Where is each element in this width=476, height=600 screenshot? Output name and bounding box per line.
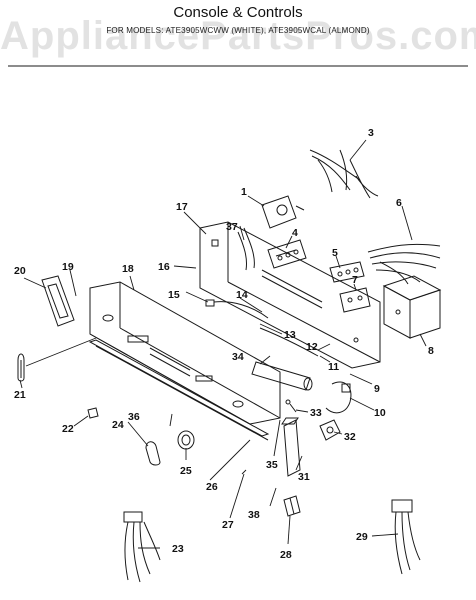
- callout-10: 10: [374, 407, 386, 419]
- trim-strip: [88, 339, 270, 441]
- callout-32: 32: [344, 431, 356, 443]
- callout-28: 28: [280, 549, 292, 561]
- switch-1: [261, 195, 305, 229]
- callout-27: 27: [222, 519, 234, 531]
- leader-lines: [19, 139, 427, 549]
- callout-15: 15: [168, 289, 180, 301]
- timer-box-8: [382, 275, 442, 339]
- button-22: [87, 407, 99, 419]
- callout-23: 23: [172, 543, 184, 555]
- callout-19: 19: [62, 261, 74, 273]
- callout-38: 38: [248, 509, 260, 521]
- callout-16: 16: [158, 261, 170, 273]
- callout-20: 20: [14, 265, 26, 277]
- callout-34: 34: [232, 351, 244, 363]
- callout-22: 22: [62, 423, 74, 435]
- callout-37: 37: [226, 221, 238, 233]
- callout-17: 17: [176, 201, 188, 213]
- knob-24: [145, 441, 161, 466]
- terminal-block-5: [329, 261, 365, 283]
- callout-36: 36: [128, 411, 140, 423]
- callout-9: 9: [374, 383, 380, 395]
- switch-28: [283, 495, 301, 517]
- diagram-title: Console & Controls: [173, 4, 303, 21]
- callout-3: 3: [368, 127, 374, 139]
- knob-21: [17, 353, 25, 382]
- end-cap-20: [41, 275, 75, 327]
- wire-harness-6: [367, 243, 441, 285]
- callout-25: 25: [180, 465, 192, 477]
- wire-harness-37: [237, 227, 255, 271]
- wire-14: [259, 327, 319, 357]
- front-control-panel: [89, 281, 281, 425]
- knob-25: [177, 430, 195, 450]
- callout-1: 1: [241, 186, 247, 198]
- callout-35: 35: [266, 459, 278, 471]
- callout-7: 7: [352, 274, 358, 286]
- callout-13: 13: [284, 329, 296, 341]
- rear-console-panel: [199, 221, 381, 369]
- callout-4: 4: [292, 227, 298, 239]
- wire-harness-3: [309, 149, 379, 199]
- callout-24: 24: [112, 419, 124, 431]
- callout-11: 11: [328, 361, 339, 373]
- screw-33: [285, 399, 297, 413]
- callout-12: 12: [306, 341, 318, 353]
- lamp-32: [319, 419, 341, 441]
- harness-23: [123, 511, 161, 583]
- harness-29: [391, 499, 421, 575]
- diagram-subtitle: FOR MODELS: ATE3905WCWW (WHITE), ATE3905…: [106, 26, 370, 35]
- callout-26: 26: [206, 481, 218, 493]
- bracket-31: [281, 417, 301, 477]
- wire-15: [205, 299, 269, 319]
- callout-6: 6: [396, 197, 402, 209]
- callout-18: 18: [122, 263, 134, 275]
- callout-31: 31: [298, 471, 310, 483]
- callout-14: 14: [236, 289, 248, 301]
- wire-10: [325, 381, 352, 414]
- terminal-block-4: [267, 239, 307, 269]
- callout-33: 33: [310, 407, 322, 419]
- callout-21: 21: [14, 389, 26, 401]
- callout-5: 5: [332, 247, 338, 259]
- callout-29: 29: [356, 531, 368, 543]
- callout-8: 8: [428, 345, 434, 357]
- tube-34: [251, 361, 313, 391]
- terminal-block-7: [339, 287, 371, 313]
- callout-labels: 1 3 4 5 6 7 8 9 10 11 12 13 14 15 16 17 …: [14, 127, 434, 561]
